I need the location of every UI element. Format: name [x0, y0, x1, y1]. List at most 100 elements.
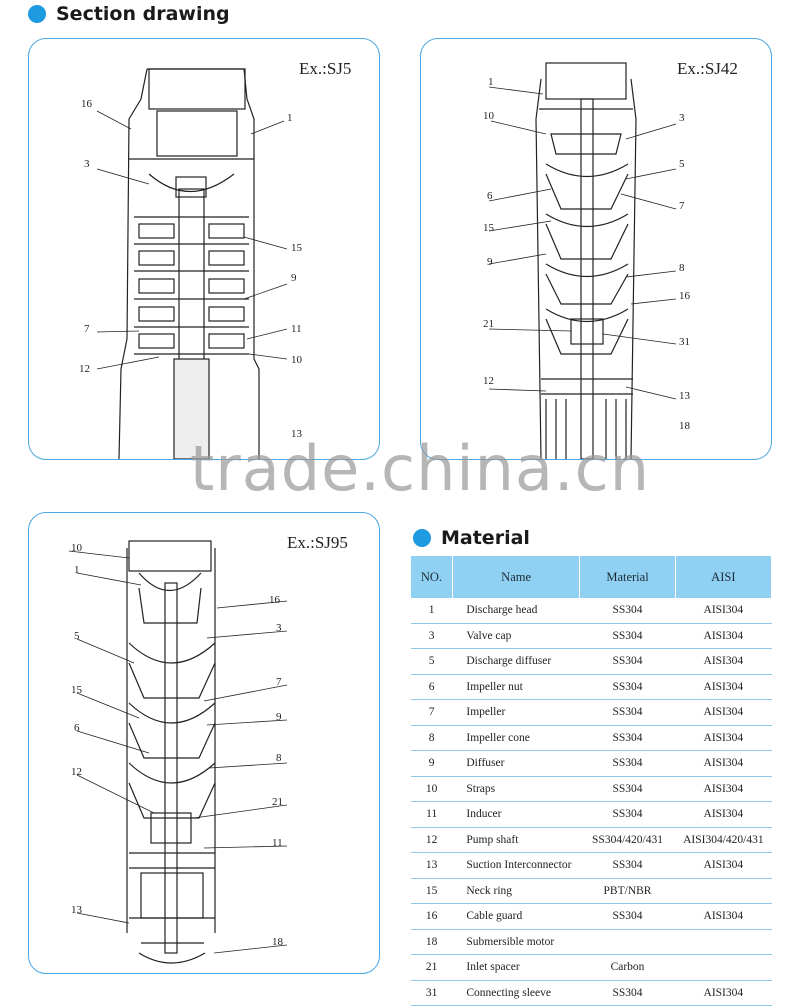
sj95-callout-5: 5: [74, 630, 80, 642]
cell-name: Suction Interconnector: [452, 852, 580, 879]
cell-no: 11: [411, 801, 453, 828]
sj42-callout-12: 12: [483, 375, 494, 387]
cell-no: 15: [411, 878, 453, 904]
cell-aisi: AISI304: [675, 725, 772, 751]
cell-material: SS304: [579, 980, 676, 1006]
cell-name: Pump shaft: [452, 827, 580, 853]
cell-name: Inducer: [452, 801, 580, 828]
cell-material: SS304: [579, 598, 676, 624]
sj5-callout-16: 16: [81, 98, 93, 110]
cell-aisi: AISI304: [675, 852, 772, 879]
ex-label-sj5: Ex.:SJ5: [299, 59, 352, 78]
sj42-callout-13: 13: [679, 390, 691, 402]
cell-aisi: AISI304: [675, 598, 772, 624]
sj95-callout-13: 13: [71, 904, 83, 916]
cell-material: SS304: [579, 903, 676, 930]
cell-no: 31: [411, 980, 453, 1006]
sj42-callout-18: 18: [679, 420, 691, 432]
material-heading: Material: [413, 527, 530, 549]
watermark: trade.china.cn: [190, 432, 650, 505]
col-header-material: Material: [579, 556, 676, 598]
sj42-callout-21: 21: [483, 318, 494, 330]
cell-name: Inlet spacer: [452, 954, 580, 981]
panel-sj5: Ex.:SJ5: [28, 38, 380, 460]
cell-name: Cable guard: [452, 903, 580, 930]
cell-aisi: AISI304/420/431: [675, 827, 772, 853]
sj5-callout-13: 13: [291, 428, 303, 440]
sj42-callout-31: 31: [679, 336, 690, 348]
cell-material: SS304: [579, 776, 676, 802]
sj95-callout-10: 10: [71, 542, 83, 554]
cell-no: 5: [411, 648, 453, 675]
panel-sj42: Ex.:SJ42: [420, 38, 772, 460]
cell-material: SS304: [579, 750, 676, 777]
cell-aisi: [675, 954, 772, 981]
sj5-callout-3: 3: [84, 158, 90, 170]
cell-no: 7: [411, 699, 453, 726]
cell-name: Impeller: [452, 699, 580, 726]
cell-aisi: AISI304: [675, 648, 772, 675]
cell-aisi: AISI304: [675, 801, 772, 828]
cell-aisi: AISI304: [675, 674, 772, 700]
cell-name: Impeller nut: [452, 674, 580, 700]
cell-name: Impeller cone: [452, 725, 580, 751]
section-drawing-title: Section drawing: [56, 3, 230, 25]
sj42-section-drawing: 1 10 3 5 6 7 15 8 9 16 21 31 12 13 18: [483, 62, 691, 459]
cell-name: Valve cap: [452, 623, 580, 649]
cell-material: SS304: [579, 674, 676, 700]
material-title: Material: [441, 527, 530, 549]
sj42-callout-10: 10: [483, 110, 495, 122]
sj42-callout-6: 6: [487, 190, 493, 202]
sj95-callout-6: 6: [74, 722, 80, 734]
cell-material: [579, 929, 676, 955]
cell-name: Submersible motor: [452, 929, 580, 955]
sj42-callout-3: 3: [679, 112, 685, 124]
cell-no: 3: [411, 623, 453, 649]
material-table-header: NO. Name Material AISI: [411, 556, 773, 598]
sj5-section-drawing: 16 1 3 15 9 7 11 12 10 13: [79, 68, 303, 459]
sj5-callout-7: 7: [84, 323, 90, 335]
sj95-callout-11: 11: [272, 837, 283, 849]
cell-no: 9: [411, 750, 453, 777]
cell-name: Diffuser: [452, 750, 580, 777]
sj42-callout-1: 1: [488, 76, 494, 88]
cell-no: 1: [411, 598, 453, 624]
cell-aisi: AISI304: [675, 980, 772, 1006]
cell-no: 21: [411, 954, 453, 981]
cell-material: Carbon: [579, 954, 676, 981]
bullet-dot-icon: [413, 529, 431, 547]
cell-aisi: [675, 878, 772, 904]
ex-label-sj95: Ex.:SJ95: [287, 533, 348, 552]
cell-aisi: AISI304: [675, 776, 772, 802]
cell-name: Connecting sleeve: [452, 980, 580, 1006]
bullet-dot-icon: [28, 5, 46, 23]
sj95-callout-16: 16: [269, 594, 281, 606]
cell-no: 18: [411, 929, 453, 955]
cell-material: PBT/NBR: [579, 878, 676, 904]
cell-aisi: AISI304: [675, 903, 772, 930]
sj95-callout-9: 9: [276, 711, 282, 723]
cell-no: 13: [411, 852, 453, 879]
cell-name: Straps: [452, 776, 580, 802]
cell-material: SS304: [579, 699, 676, 726]
sj42-callout-5: 5: [679, 158, 685, 170]
sj5-callout-9: 9: [291, 272, 297, 284]
col-header-aisi: AISI: [675, 556, 773, 598]
cell-material: SS304: [579, 648, 676, 675]
cell-material: SS304/420/431: [579, 827, 676, 853]
sj42-callout-15: 15: [483, 222, 495, 234]
cell-no: 8: [411, 725, 453, 751]
sj95-callout-1: 1: [74, 564, 80, 576]
